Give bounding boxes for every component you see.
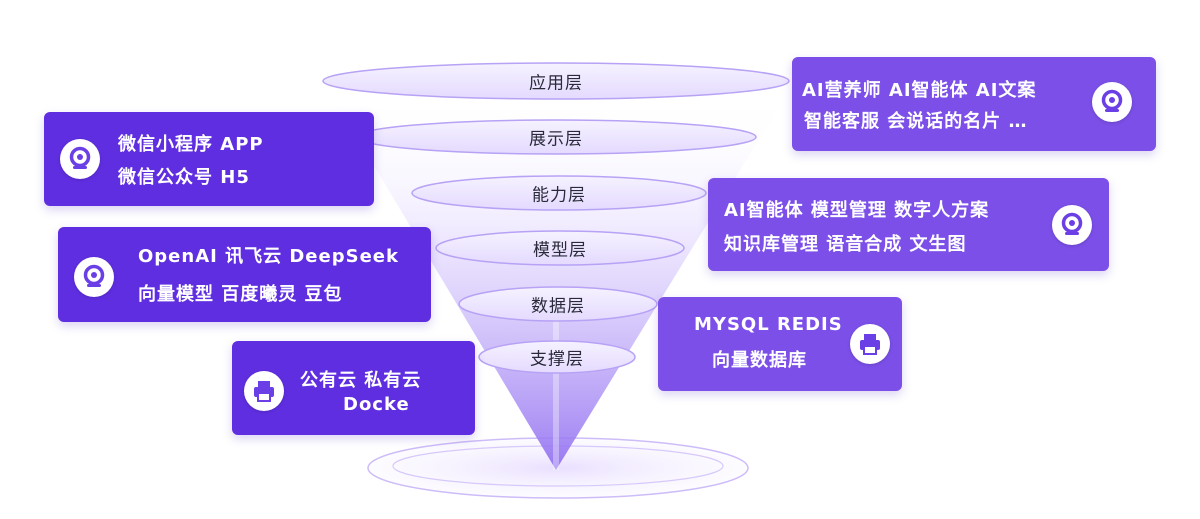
layer-ellipse-capability: [411, 175, 707, 211]
support-layer-card: 公有云 私有云 Docke: [232, 341, 475, 435]
webcam-icon: [60, 139, 100, 179]
support-card-line-1: 公有云 私有云: [300, 370, 422, 391]
layer-label-application: 应用层: [529, 73, 583, 94]
display-layer-card: 微信小程序 APP 微信公众号 H5: [44, 112, 374, 206]
data-card-line-1: MYSQL REDIS: [694, 314, 843, 335]
layer-ellipse-data: [458, 286, 658, 322]
capability-card-line-1: AI智能体 模型管理 数字人方案: [724, 200, 990, 221]
model-card-line-1: OpenAI 讯飞云 DeepSeek: [138, 246, 399, 267]
application-card-line-2: 智能客服 会说话的名片 …: [804, 111, 1028, 132]
data-layer-card: MYSQL REDIS 向量数据库: [658, 297, 902, 391]
display-card-line-2: 微信公众号 H5: [118, 167, 250, 188]
display-card-line-1: 微信小程序 APP: [118, 134, 264, 155]
model-card-line-2: 向量模型 百度曦灵 豆包: [138, 284, 343, 305]
layer-ellipse-model: [435, 230, 685, 266]
application-card-line-1: AI营养师 AI智能体 AI文案: [802, 80, 1037, 101]
capability-layer-card: AI智能体 模型管理 数字人方案 知识库管理 语音合成 文生图: [708, 178, 1109, 271]
printer-icon: [850, 324, 890, 364]
application-layer-card: AI营养师 AI智能体 AI文案 智能客服 会说话的名片 …: [792, 57, 1156, 151]
support-card-line-2: Docke: [343, 394, 410, 415]
layer-label-display: 展示层: [529, 129, 583, 150]
model-layer-card: OpenAI 讯飞云 DeepSeek 向量模型 百度曦灵 豆包: [58, 227, 431, 322]
layer-label-model: 模型层: [533, 240, 587, 261]
printer-icon: [244, 371, 284, 411]
layer-label-support: 支撑层: [530, 349, 584, 370]
layer-label-data: 数据层: [531, 296, 585, 317]
webcam-icon: [1092, 82, 1132, 122]
layer-ellipse-application: [322, 62, 790, 100]
webcam-icon: [74, 257, 114, 297]
layer-label-capability: 能力层: [532, 185, 586, 206]
layer-ellipse-support: [478, 340, 636, 374]
webcam-icon: [1052, 205, 1092, 245]
capability-card-line-2: 知识库管理 语音合成 文生图: [724, 234, 967, 255]
data-card-line-2: 向量数据库: [712, 350, 807, 371]
